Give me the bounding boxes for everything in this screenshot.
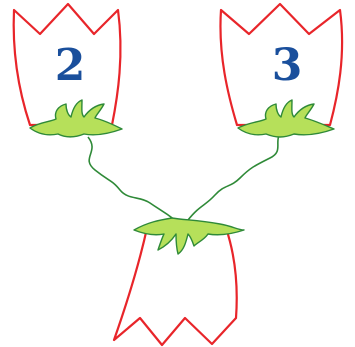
- left-flower-number: 2: [55, 40, 86, 91]
- left-stem: [88, 137, 175, 220]
- bottom-flower: [114, 218, 244, 345]
- right-stem: [188, 128, 285, 220]
- bottom-flower-petals: [114, 228, 237, 345]
- left-flower: 2: [14, 4, 122, 137]
- right-flower: 3: [220, 4, 342, 137]
- right-flower-number: 3: [272, 40, 303, 91]
